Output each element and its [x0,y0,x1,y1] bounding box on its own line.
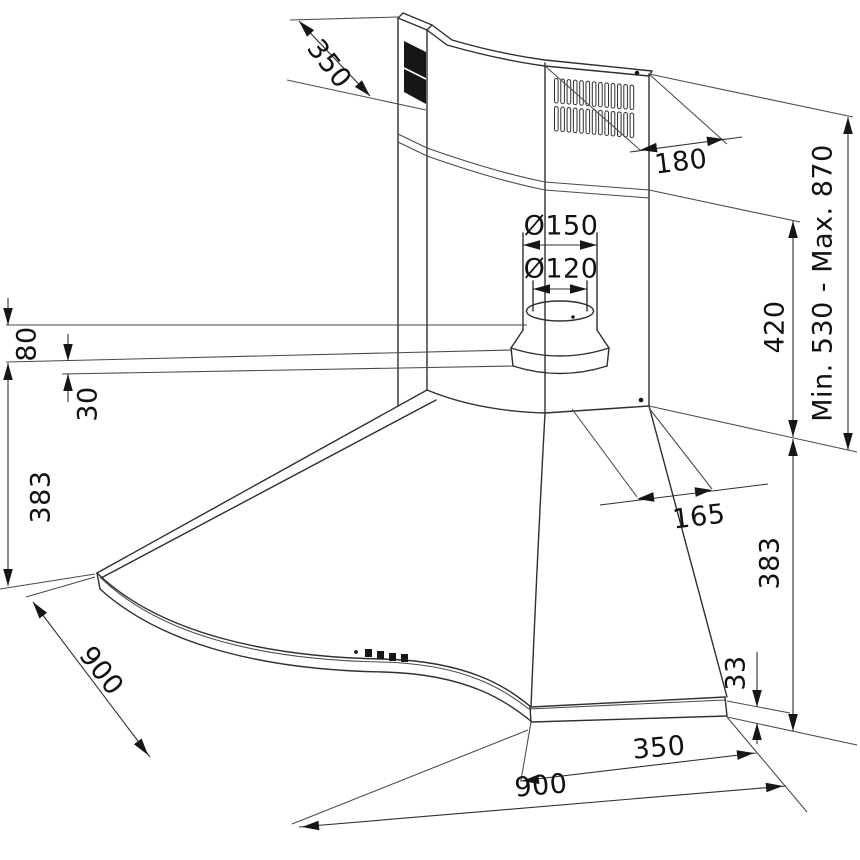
dim-label-base-width-bottom: 900 [513,768,569,804]
dim-label-collar-height: 30 [72,386,104,422]
dim-label-vent-face-width: 180 [652,143,710,181]
canopy-body [96,389,728,708]
base-rim [96,572,728,723]
dim-label-flue-inner-diameter: Ø120 [523,253,599,285]
vent-grille-right [554,78,635,139]
dim-label-canopy-height-left: 383 [25,470,57,524]
control-buttons [354,649,408,662]
dim-label-flue-stub-height: 80 [11,326,43,362]
dimension-arrowheads [3,21,853,831]
dimension-lines [7,20,849,828]
chimney-duct [397,12,653,414]
dim-label-chimney-section-height: 420 [759,300,791,354]
dim-label-flue-outer-diameter: Ø150 [523,210,599,242]
dim-label-front-right-width: 350 [631,730,687,766]
dim-label-duct-offset: 165 [670,498,728,536]
screw-dot-top [634,70,640,76]
dim-label-rim-height: 33 [720,655,752,691]
screw-dot-bottom [638,397,644,403]
dim-label-mounting-height-range: Min. 530 - Max. 870 [807,144,839,422]
dim-label-canopy-height-right: 383 [754,536,786,590]
flue-outlet-collar [510,232,610,375]
extension-lines [0,16,858,825]
vent-grille-left [403,41,427,104]
